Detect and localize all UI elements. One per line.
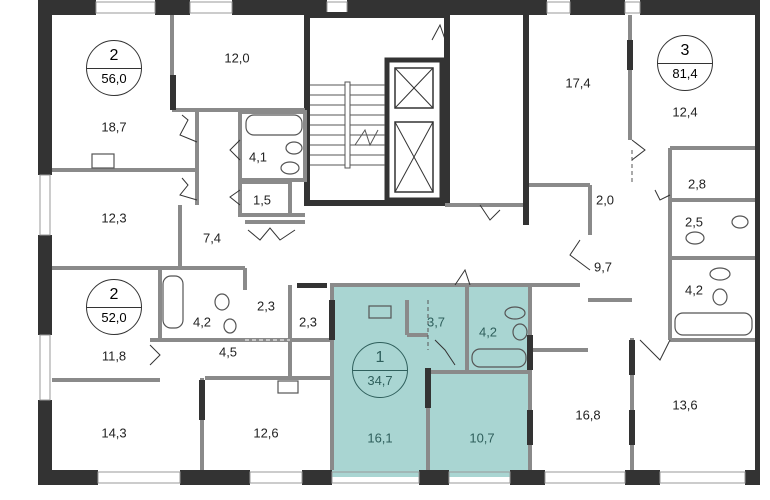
room-area-label: 4,2 xyxy=(192,314,212,330)
room-area-label: 4,2 xyxy=(478,324,498,340)
room-count: 3 xyxy=(680,42,690,59)
room-area-label: 7,4 xyxy=(202,230,222,246)
room-count: 2 xyxy=(109,286,119,303)
bathtubs xyxy=(162,114,753,368)
apartment-badge[interactable]: 2 52,0 xyxy=(86,279,142,335)
badge-divider xyxy=(353,370,407,371)
room-area-label: 4,2 xyxy=(684,282,704,298)
room-area-label: 3,7 xyxy=(426,314,446,330)
room-area-label: 10,7 xyxy=(469,430,495,446)
room-area-label: 14,3 xyxy=(101,425,127,441)
badge-divider xyxy=(658,63,712,64)
stair-elevator-core xyxy=(304,12,450,206)
room-area-label: 1,5 xyxy=(252,192,272,208)
room-area-label: 4,5 xyxy=(218,344,238,360)
room-area-label: 2,0 xyxy=(595,192,615,208)
room-area-label: 2,3 xyxy=(256,298,276,314)
doors xyxy=(149,23,671,366)
apartment-area: 34,7 xyxy=(367,373,393,388)
room-area-label: 2,8 xyxy=(687,176,707,192)
room-area-label: 12,3 xyxy=(101,210,127,226)
room-area-label: 12,0 xyxy=(224,50,250,66)
room-area-label: 2,3 xyxy=(298,314,318,330)
badge-divider xyxy=(87,307,141,308)
apartment-area: 52,0 xyxy=(101,310,127,325)
apartment-badge-selected[interactable]: 1 34,7 xyxy=(352,342,408,398)
apartment-badge[interactable]: 2 56,0 xyxy=(86,40,142,96)
room-area-label: 18,7 xyxy=(101,119,127,135)
room-area-label: 13,6 xyxy=(672,397,698,413)
toilets-sinks xyxy=(91,141,749,394)
room-area-label: 16,8 xyxy=(575,407,601,423)
structural-columns xyxy=(170,15,635,445)
room-area-label: 12,4 xyxy=(672,104,698,120)
room-area-label: 9,7 xyxy=(593,259,613,275)
apartment-area: 56,0 xyxy=(101,71,127,86)
windows xyxy=(39,1,746,484)
badge-divider xyxy=(87,68,141,69)
room-area-label: 16,1 xyxy=(367,430,393,446)
apartment-badge[interactable]: 3 81,4 xyxy=(657,35,713,91)
apartment-area: 81,4 xyxy=(672,66,698,81)
room-area-label: 17,4 xyxy=(565,75,591,91)
room-area-label: 11,8 xyxy=(101,348,127,364)
room-area-label: 12,6 xyxy=(253,425,279,441)
room-area-label: 4,1 xyxy=(248,149,268,165)
outer-walls xyxy=(38,0,760,485)
room-count: 1 xyxy=(375,349,385,366)
room-count: 2 xyxy=(109,47,119,64)
room-area-label: 2,5 xyxy=(684,214,704,230)
